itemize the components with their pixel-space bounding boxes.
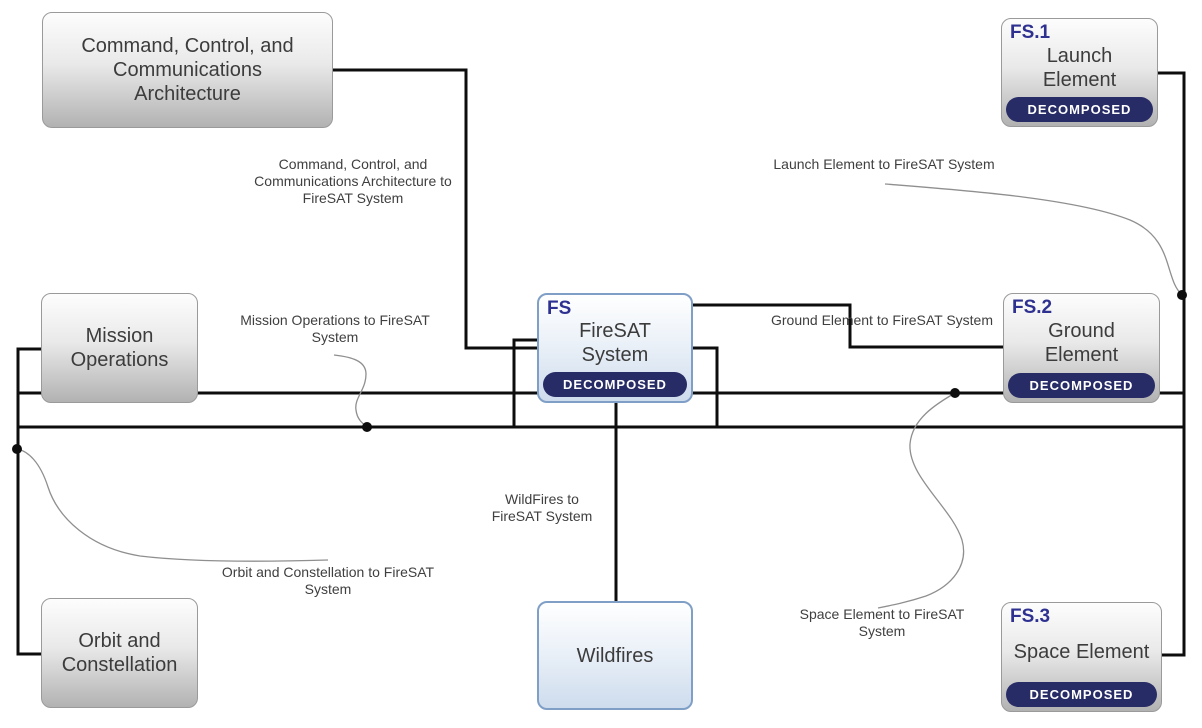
edge-label-c3-to-firesat: Command, Control, and Communications Arc… — [254, 156, 452, 206]
edge-label-missionops-to-firesat: Mission Operations to FireSAT System — [240, 312, 430, 345]
node-firesat-system[interactable]: FS FireSAT System DECOMPOSED — [537, 293, 693, 403]
junction-dot-missionops — [362, 422, 372, 432]
edge-missionops-orbit-riser[interactable] — [16, 347, 41, 656]
node-title: Wildfires — [576, 644, 654, 667]
decomposed-badge: DECOMPOSED — [1006, 97, 1153, 122]
edge-label-launch-to-firesat: Launch Element to FireSAT System — [773, 156, 995, 172]
node-title: Orbit and Constellation — [61, 630, 178, 676]
junction-dot-launch — [1177, 290, 1187, 300]
node-title: Mission Operations — [70, 325, 169, 371]
leader-line-orbit-label — [16, 448, 329, 562]
edge-label-wildfires-to-firesat: WildFires to FireSAT System — [491, 491, 593, 524]
node-title: Command, Control, and Communications Arc… — [81, 35, 294, 105]
edge-label-space-to-firesat: Space Element to FireSAT System — [799, 606, 965, 639]
node-ground-element[interactable]: FS.2 Ground Element DECOMPOSED — [1003, 293, 1160, 403]
node-title: Launch Element — [1042, 44, 1117, 91]
leader-line-space-label — [877, 392, 965, 609]
edge-c3-to-firesat[interactable] — [333, 68, 537, 350]
node-mission-operations[interactable]: Mission Operations — [41, 293, 198, 403]
leader-line-launch-label — [884, 183, 1183, 296]
node-c3-architecture[interactable]: Command, Control, and Communications Arc… — [42, 12, 333, 128]
node-number: FS — [547, 298, 572, 319]
edge-firesat-right-stub[interactable] — [693, 346, 719, 427]
node-number: FS.3 — [1010, 606, 1051, 627]
decomposed-badge: DECOMPOSED — [1008, 373, 1155, 398]
junction-dot-space — [950, 388, 960, 398]
node-number: FS.1 — [1010, 22, 1051, 43]
leader-line-missionops-label — [333, 354, 368, 428]
edge-ground-to-firesat[interactable] — [693, 303, 1003, 349]
edge-label-ground-to-firesat: Ground Element to FireSAT System — [770, 312, 994, 328]
decomposed-badge: DECOMPOSED — [543, 372, 687, 397]
edge-firesat-left-stub[interactable] — [512, 338, 537, 427]
node-title: Ground Element — [1044, 320, 1119, 366]
junction-dot-orbit — [12, 444, 22, 454]
node-space-element[interactable]: FS.3 Space Element DECOMPOSED — [1001, 602, 1162, 712]
edge-label-orbit-to-firesat: Orbit and Constellation to FireSAT Syste… — [221, 564, 435, 597]
edge-launch-space-riser[interactable] — [1158, 71, 1186, 657]
decomposed-badge: DECOMPOSED — [1006, 682, 1157, 707]
node-number: FS.2 — [1012, 297, 1053, 318]
node-title: Space Element — [1013, 641, 1150, 663]
node-launch-element[interactable]: FS.1 Launch Element DECOMPOSED — [1001, 18, 1158, 127]
node-orbit-constellation[interactable]: Orbit and Constellation — [41, 598, 198, 708]
node-title: FireSAT System — [579, 320, 651, 366]
node-wildfires[interactable]: Wildfires — [537, 601, 693, 710]
